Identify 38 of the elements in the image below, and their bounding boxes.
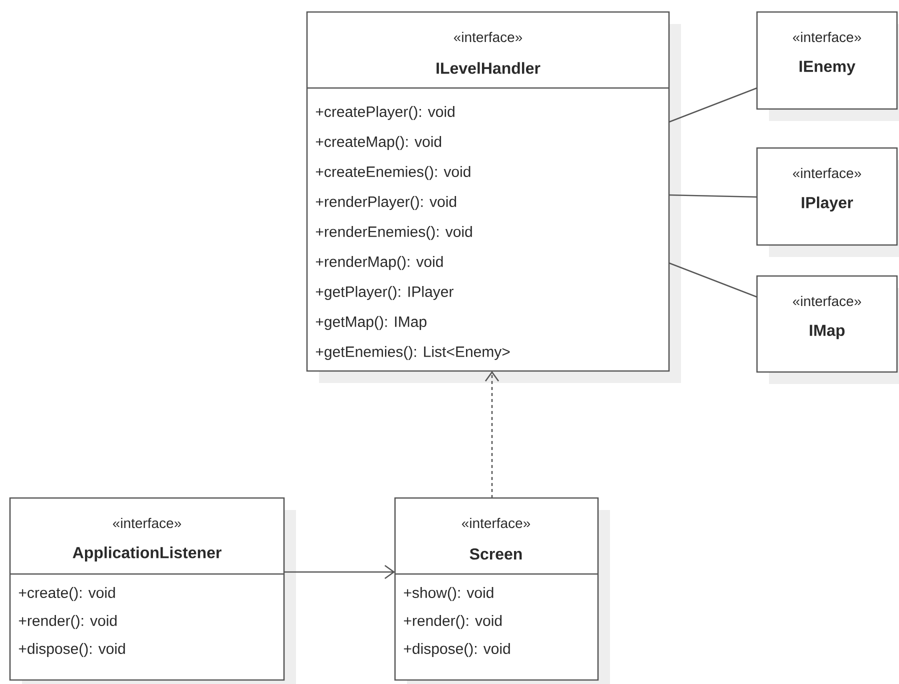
class-box bbox=[9, 497, 296, 684]
method: +show(): void bbox=[404, 587, 494, 601]
method: +render(): void bbox=[404, 615, 502, 629]
class-name: ApplicationListener bbox=[72, 546, 222, 562]
stereotype: «interface» bbox=[792, 32, 862, 42]
arrow bbox=[284, 564, 395, 580]
method: +renderPlayer(): void bbox=[316, 196, 456, 210]
class-box bbox=[756, 147, 899, 257]
stereotype: «interface» bbox=[112, 518, 182, 528]
method: +createEnemies(): void bbox=[316, 166, 470, 180]
class-box bbox=[756, 275, 899, 384]
method: +getMap(): IMap bbox=[316, 316, 426, 330]
method: +dispose(): void bbox=[404, 643, 510, 657]
class-box bbox=[394, 497, 610, 684]
class-box bbox=[306, 11, 681, 383]
stereotype: «interface» bbox=[454, 32, 522, 42]
class-name: IPlayer bbox=[802, 196, 853, 212]
class-name: IEnemy bbox=[800, 60, 856, 76]
stereotype: «interface» bbox=[792, 168, 862, 178]
method: +createPlayer(): void bbox=[316, 106, 454, 120]
class-name: Screen bbox=[470, 548, 522, 560]
method: +renderMap(): void bbox=[316, 256, 443, 270]
stereotype: «interface» bbox=[462, 518, 530, 528]
method: +getPlayer(): IPlayer bbox=[316, 286, 454, 300]
connector-line bbox=[668, 194, 758, 198]
class-name: ILevelHandler bbox=[436, 62, 540, 74]
stereotype: «interface» bbox=[792, 296, 862, 306]
method: +renderEnemies(): void bbox=[316, 226, 472, 240]
method: +create(): void bbox=[18, 587, 115, 601]
connector-line bbox=[668, 87, 758, 123]
connector-line bbox=[668, 262, 758, 298]
arrow bbox=[484, 371, 500, 498]
method: +dispose(): void bbox=[18, 643, 125, 657]
method: +render(): void bbox=[18, 615, 117, 629]
class-name: IMap bbox=[810, 324, 845, 340]
method: +createMap(): void bbox=[316, 136, 442, 150]
class-box bbox=[756, 11, 899, 121]
method: +getEnemies(): List<Enemy> bbox=[316, 346, 510, 360]
